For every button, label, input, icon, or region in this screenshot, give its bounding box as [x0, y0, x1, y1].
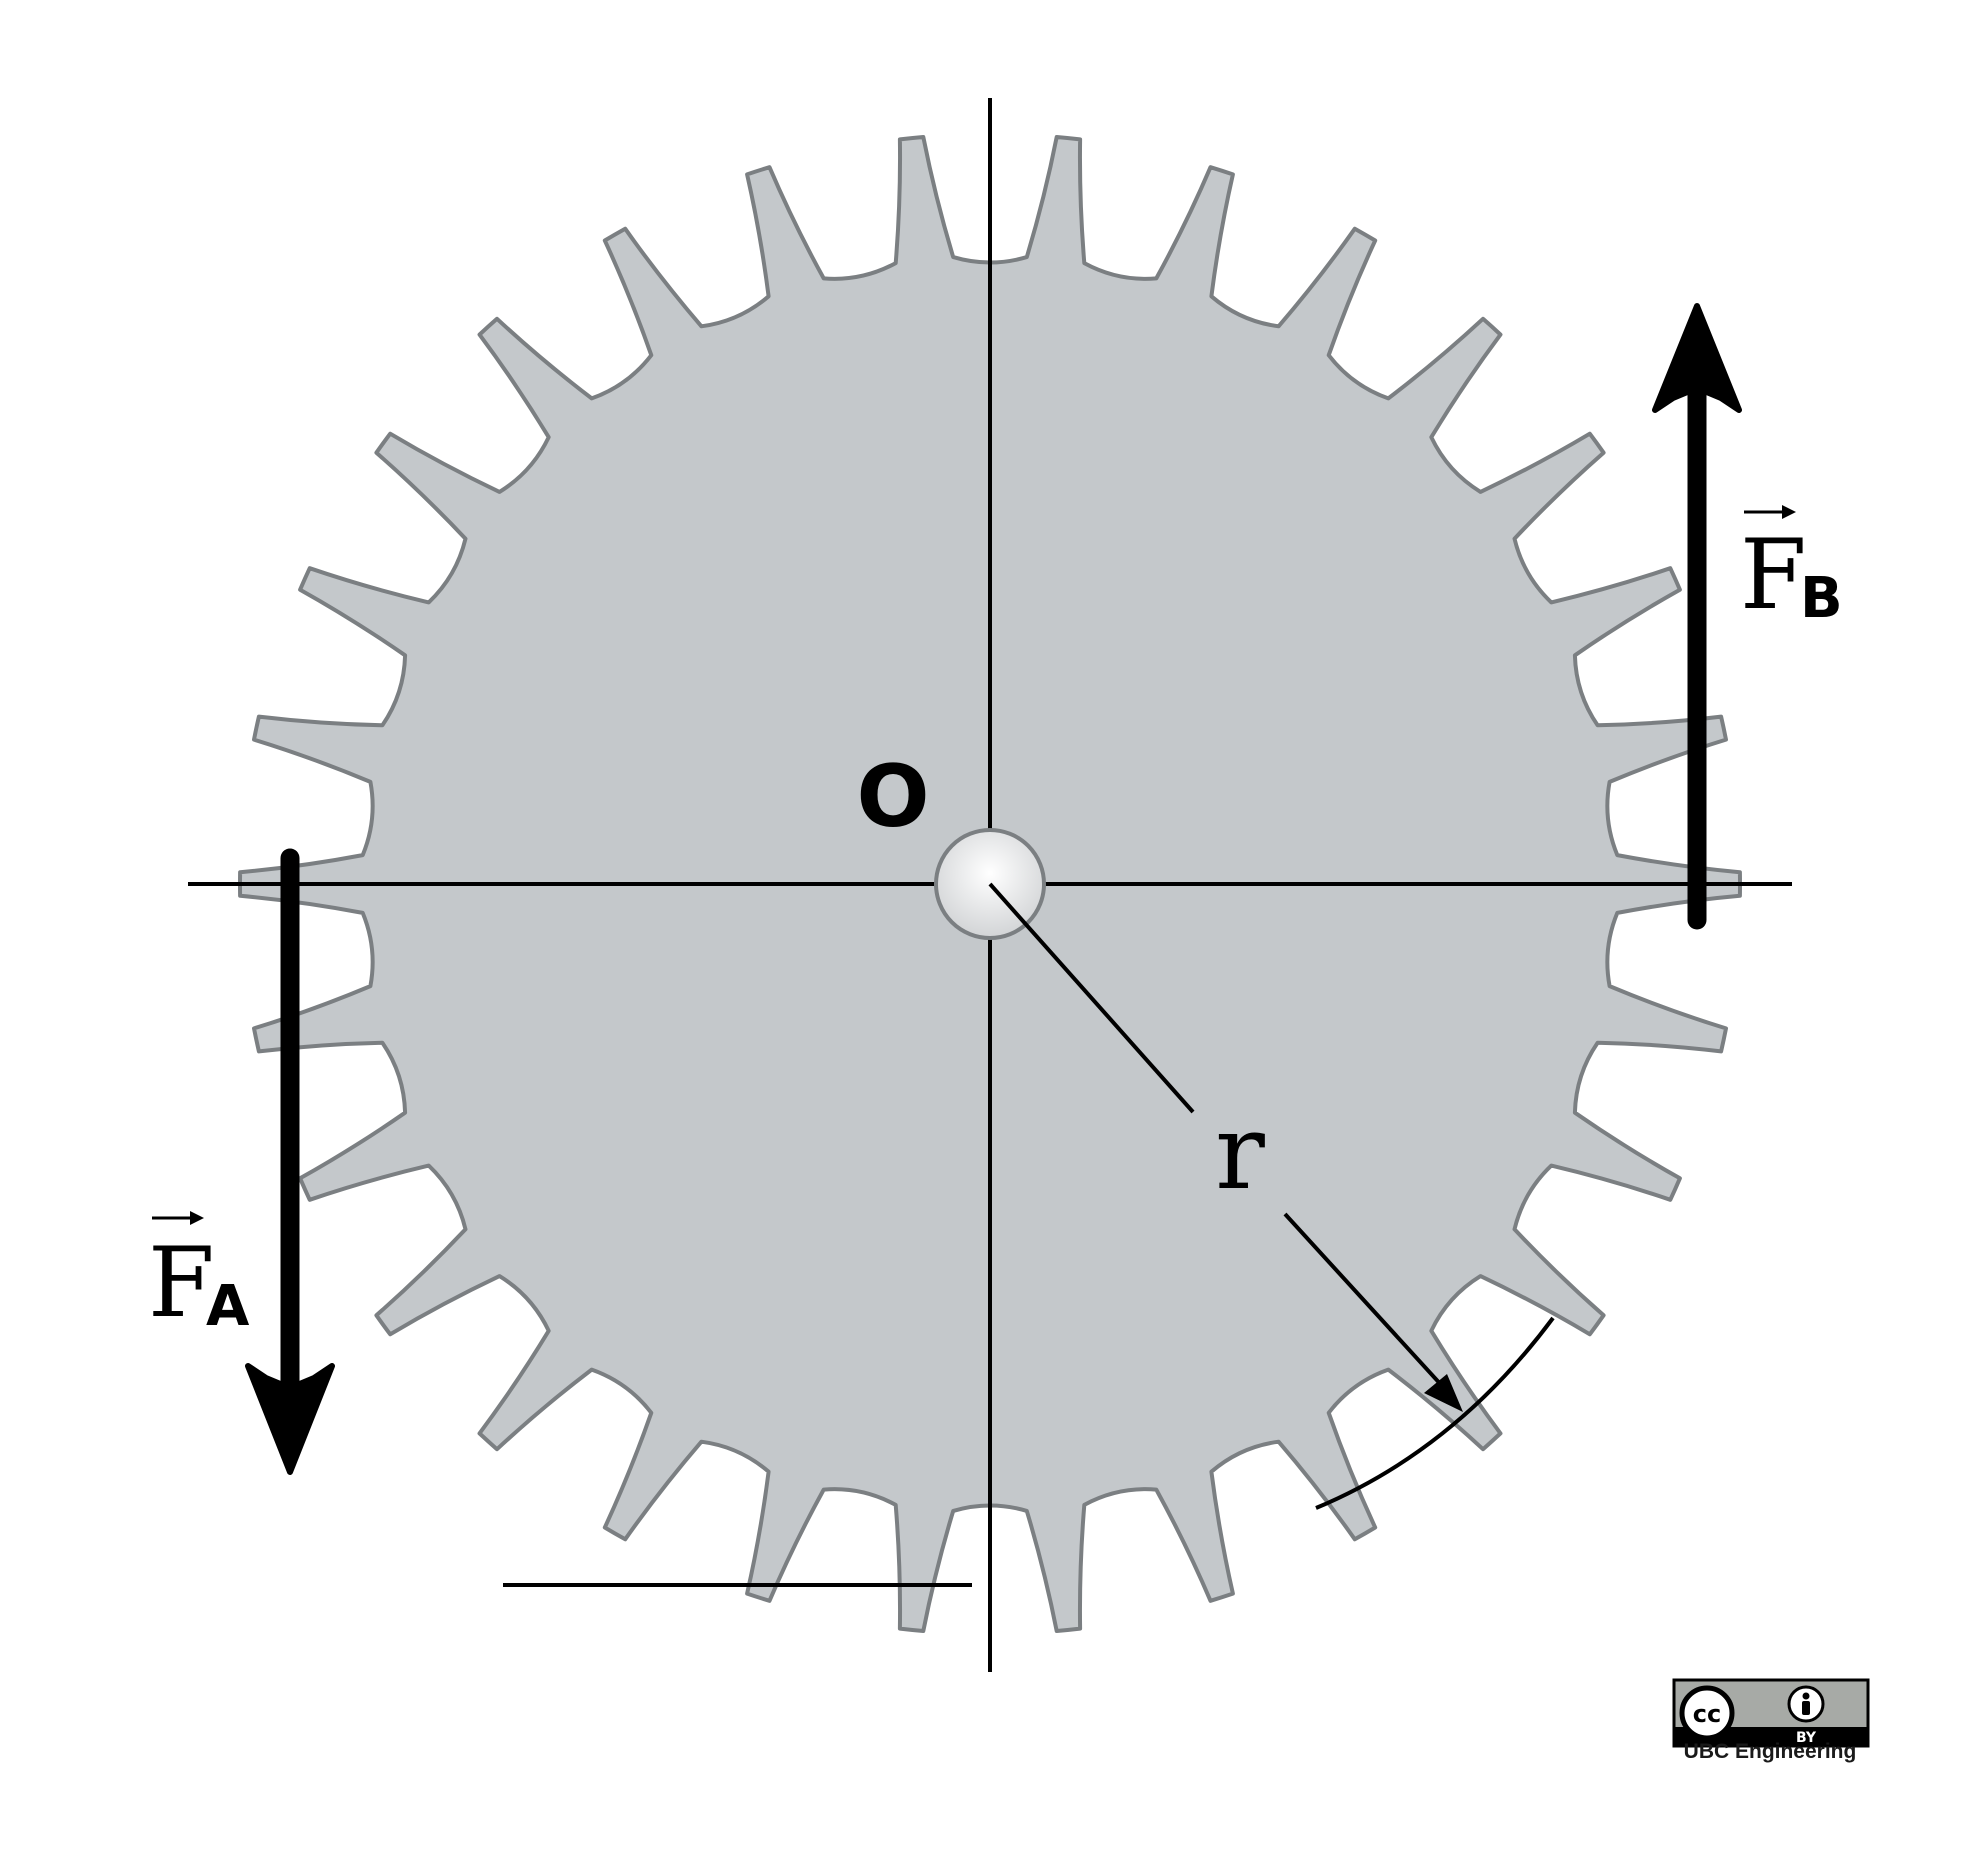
radius-arc	[1315, 1316, 1555, 1510]
force-a-arrowhead	[245, 1363, 335, 1475]
vector-arrowhead-icon	[190, 1211, 204, 1225]
radius-line-upper	[988, 882, 1195, 1114]
force-a-symbol: F	[148, 1227, 215, 1339]
force-a-subscript: A	[206, 1274, 250, 1339]
force-b-label: F B	[1740, 505, 1843, 631]
by-label: BY	[1796, 1730, 1817, 1746]
attribution-text: UBC Engineering	[1683, 1740, 1857, 1763]
attribution-person-icon	[1787, 1685, 1825, 1723]
cc-icon-label: cc	[1693, 1700, 1721, 1728]
radius-line-lower	[1283, 1212, 1457, 1402]
origin-label: O	[856, 747, 929, 847]
radius-label: r	[1215, 1091, 1265, 1213]
vector-arrowhead-icon	[1782, 505, 1796, 519]
creative-commons-icon	[1679, 1685, 1735, 1741]
force-b-subscript: B	[1800, 566, 1843, 631]
force-a-label: F A	[148, 1211, 250, 1339]
force-b-arrowhead	[1652, 303, 1742, 413]
force-b-symbol: F	[1740, 519, 1807, 631]
radius-arrowhead	[1424, 1374, 1463, 1412]
cc-by-license-badge: cc BY	[1672, 1678, 1870, 1748]
